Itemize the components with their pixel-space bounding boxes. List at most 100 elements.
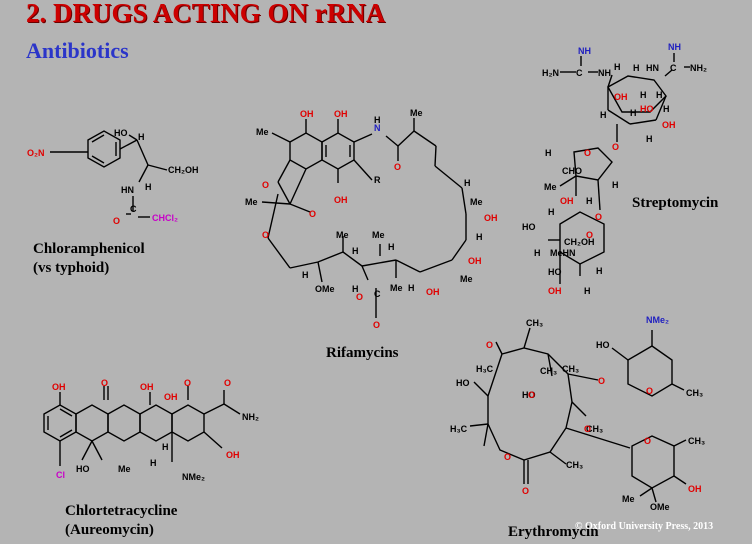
hydroxyl-label: OH: [226, 450, 240, 460]
hydroxyl-label: HO: [548, 267, 562, 277]
methyl-label: CH₃: [540, 366, 557, 376]
rifamycin-structure: OH OH Me O Me O O OH R N H O Me H Me OH …: [245, 108, 498, 330]
hydrogen-label: H: [374, 115, 381, 125]
rifamycins-caption: Rifamycins: [326, 345, 399, 361]
hydroxyl-label: OH: [52, 382, 66, 392]
hydrogen-label: H: [534, 248, 541, 258]
methyl-label: Me: [336, 230, 349, 240]
chlortetracycline-structure: OH O OH OH O O NH₂ OH Cl HO Me H H NMe₂: [43, 378, 259, 482]
methyl-label: CH₃: [566, 460, 583, 470]
hydroxyl-label: HO: [456, 378, 470, 388]
methyl-label: Me: [544, 182, 557, 192]
methoxy-label: OMe: [315, 284, 335, 294]
ring-oxygen-label: O: [586, 230, 593, 240]
dichloromethyl-label: CHCl₂: [152, 213, 178, 223]
hydrogen-label: H: [476, 232, 483, 242]
hydrogen-label: H: [150, 458, 157, 468]
amine-label: NH: [598, 68, 611, 78]
hydrogen-label: H: [464, 178, 471, 188]
hydrogen-label: H: [584, 286, 591, 296]
amide-nh-label: HN: [121, 185, 134, 195]
ketone-oxygen-label: O: [309, 209, 316, 219]
amide-oxygen-label: O: [224, 378, 231, 388]
methyl-label: Me: [118, 464, 131, 474]
methyl-label: H₃C: [476, 364, 494, 374]
ring-oxygen-label: O: [584, 148, 591, 158]
hydroxyl-oxygen-label: O: [528, 390, 535, 400]
hydrogen-label: H: [545, 148, 552, 158]
hydrogen-label: H: [600, 110, 607, 120]
methyl-label: CH₃: [562, 364, 579, 374]
amide-nh2-label: NH₂: [242, 412, 259, 422]
chlortetracycline-caption: Chlortetracycline (Aureomycin): [65, 502, 177, 540]
ether-oxygen-label: O: [262, 230, 269, 240]
hydroxyl-label: OH: [548, 286, 562, 296]
aldehyde-label: CHO: [562, 166, 582, 176]
hydroxyl-label: OH: [334, 195, 348, 205]
chloramphenicol-note: (vs typhoid): [33, 260, 110, 276]
r-group-label: R: [374, 175, 381, 185]
hydroxymethyl-label: CH₂OH: [564, 237, 595, 247]
ketone-oxygen-label: O: [184, 378, 191, 388]
amino-label: NH₂: [690, 63, 707, 73]
furan-oxygen-label: O: [262, 180, 269, 190]
glycosidic-oxygen-label: O: [598, 376, 605, 386]
hydroxyl-label: HO: [114, 128, 128, 138]
hydrogen-label: H: [614, 62, 621, 72]
methyl-label: CH₃: [686, 388, 703, 398]
hydrogen-label: H: [646, 134, 653, 144]
hydrogen-label: H: [633, 63, 640, 73]
dimethylamino-label: NMe₂: [646, 315, 669, 325]
hydroxyl-label: OH: [140, 382, 154, 392]
glycosidic-oxygen-label: O: [595, 212, 602, 222]
carbonyl-carbon-label: C: [130, 204, 137, 214]
methyl-label: Me: [460, 274, 473, 284]
hydrogen-label: H: [145, 182, 152, 192]
hydroxyl-label: OH: [468, 256, 482, 266]
erythromycin-caption: Erythromycin: [508, 524, 599, 540]
slide-subtitle: Antibiotics: [26, 38, 129, 63]
hydroxyl-label: OH: [560, 196, 574, 206]
slide-title: 2. DRUGS ACTING ON rRNA: [26, 0, 386, 28]
glycosidic-oxygen-label: O: [584, 424, 591, 434]
hydrogen-label: H: [640, 90, 647, 100]
hydrogen-label: H: [408, 283, 415, 293]
chloro-label: Cl: [56, 470, 65, 480]
hydroxyl-label: OH: [300, 109, 314, 119]
hydroxyl-label: OH: [164, 392, 178, 402]
ketone-oxygen-label: O: [101, 378, 108, 388]
amide-oxygen-label: O: [394, 162, 401, 172]
hydrogen-label: H: [596, 266, 603, 276]
hydrogen-label: H: [548, 207, 555, 217]
hydroxyl-label: OH: [614, 92, 628, 102]
ring-oxygen-label: O: [646, 386, 653, 396]
lactone-oxygen-label: O: [504, 452, 511, 462]
methyl-label: CH₃: [526, 318, 543, 328]
hydrogen-label: H: [138, 132, 145, 142]
methyl-label: Me: [470, 197, 483, 207]
methyl-label: Me: [410, 108, 423, 118]
hydroxyl-label: HO: [76, 464, 90, 474]
hydroxyl-label: OH: [484, 213, 498, 223]
amide-nitrogen-label: N: [374, 123, 381, 133]
streptomycin-structure: NH H₂N C NH H NH HN C NH₂ H OH H H HO H …: [522, 42, 707, 296]
ester-oxygen-label: O: [356, 292, 363, 302]
hydrogen-label: H: [586, 196, 593, 206]
ring-oxygen-label: O: [644, 436, 651, 446]
dimethylamino-label: NMe₂: [182, 472, 205, 482]
chlortetracycline-note: (Aureomycin): [65, 522, 154, 538]
hydrogen-label: H: [612, 180, 619, 190]
hydrogen-label: H: [162, 442, 169, 452]
guanidine-carbon-label: C: [576, 68, 583, 78]
hydroxyl-label: OH: [688, 484, 702, 494]
chloramphenicol-structure: O₂N HO H CH₂OH HN H C O CHCl₂: [27, 128, 199, 226]
streptomycin-caption: Streptomycin: [632, 195, 719, 211]
imine-label: NH: [668, 42, 681, 52]
methyl-label: Me: [372, 230, 385, 240]
methyl-label: Me: [390, 283, 403, 293]
hydroxyl-label: HO: [596, 340, 610, 350]
erythromycin-structure: CH₃ O H₃C HO CH₃ CH₃ HO O O H₃C CH₃ O CH…: [450, 315, 705, 512]
glycosidic-oxygen-label: O: [612, 142, 619, 152]
methoxy-label: OMe: [650, 502, 670, 512]
